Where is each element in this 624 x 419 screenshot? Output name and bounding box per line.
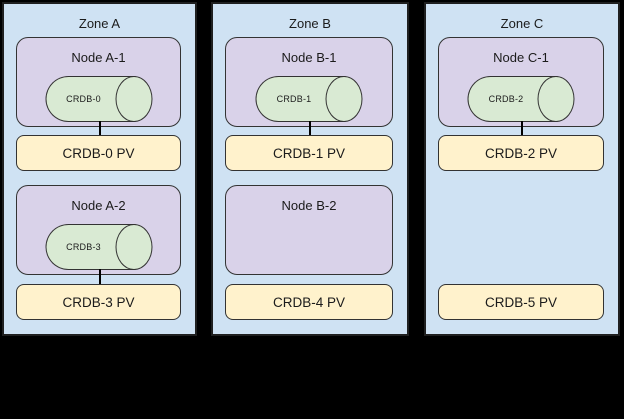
crdb5-pv-label: CRDB-5 PV [484,294,557,310]
zone-c-title: Zone C [500,16,544,31]
node-b2-label: Node B-2 [281,198,337,213]
zone-b: Zone B Node B-1 CRDB-1 CRDB-1 PV Node B-… [211,2,409,336]
crdb3-pv-label: CRDB-3 PV [62,294,135,310]
connector-node-c1-to-pv [521,121,523,136]
crdb1-pv-label: CRDB-1 PV [272,145,345,161]
crdb3-pod-cylinder-icon: CRDB-3 [45,224,152,270]
crdb2-pv-label: CRDB-2 PV [484,145,557,161]
crdb1-pod-cylinder-icon: CRDB-1 [255,76,363,122]
crdb0-pod-cylinder-icon: CRDB-0 [45,76,152,122]
zone-c: Zone C Node C-1 CRDB-2 CRDB-2 PV CRDB-5 … [424,2,620,336]
node-a2-label: Node A-2 [71,198,126,213]
cylinder-cap-icon [115,76,152,122]
node-a1-label: Node A-1 [71,50,126,65]
crdb0-pod-label: CRDB-0 [66,94,101,104]
cylinder-cap-icon [115,224,152,270]
zone-a: Zone A Node A-1 CRDB-0 CRDB-0 PV Node A-… [2,2,197,336]
node-a1: Node A-1 CRDB-0 [16,37,181,127]
node-c1: Node C-1 CRDB-2 [438,37,604,127]
connector-node-b1-to-pv [309,121,311,136]
crdb3-pod-label: CRDB-3 [66,242,101,252]
crdb5-pv-box: CRDB-5 PV [438,284,604,320]
crdb4-pv-box: CRDB-4 PV [225,284,393,320]
crdb3-pv-box: CRDB-3 PV [16,284,181,320]
crdb2-pod-label: CRDB-2 [488,94,524,104]
zone-b-title: Zone B [289,16,331,31]
node-b2: Node B-2 [225,185,393,275]
crdb2-pv-box: CRDB-2 PV [438,135,604,171]
connector-node-a1-to-pv [98,121,101,136]
cylinder-cap-icon [537,76,575,122]
zone-a-title: Zone A [78,16,121,31]
crdb1-pod-label: CRDB-1 [276,94,312,104]
node-a2: Node A-2 CRDB-3 [16,185,181,275]
connector-node-a2-to-pv [98,269,101,285]
crdb2-pod-cylinder-icon: CRDB-2 [467,76,575,122]
crdb0-pv-label: CRDB-0 PV [62,145,135,161]
crdb1-pv-box: CRDB-1 PV [225,135,393,171]
node-b1-label: Node B-1 [281,50,337,65]
cylinder-cap-icon [325,76,363,122]
crdb0-pv-box: CRDB-0 PV [16,135,181,171]
crdb4-pv-label: CRDB-4 PV [272,294,345,310]
node-c1-label: Node C-1 [493,50,549,65]
node-b1: Node B-1 CRDB-1 [225,37,393,127]
